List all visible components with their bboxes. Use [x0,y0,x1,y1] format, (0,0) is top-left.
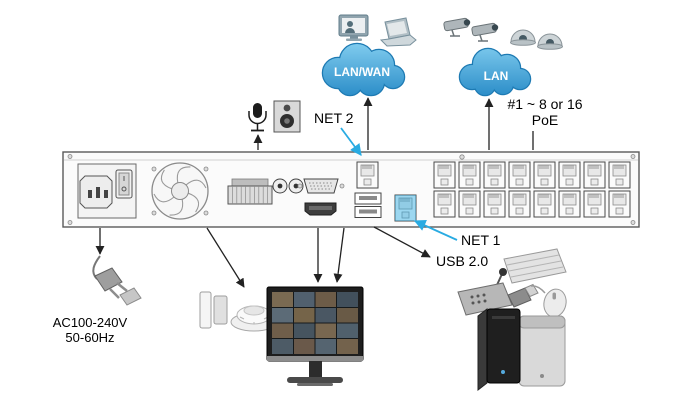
poe-port [583,161,606,189]
external-hdd-silver-icon [518,315,566,387]
poe-port [458,190,481,218]
poe-port [558,161,581,189]
usb-callout: USB 2.0 [436,253,489,269]
poe-callout-line1: #1 ~ 8 or 16 [507,96,583,112]
poe-callout: #1 ~ 8 or 16 PoE [500,96,590,128]
lan-cloud-label: LAN [483,69,509,83]
speaker-icon [273,100,301,133]
poe-port [533,161,556,189]
black-arrows [95,97,534,288]
poe-port [433,190,456,218]
power-inlet-module [77,163,137,219]
poe-port [533,190,556,218]
hdmi-port [304,202,337,216]
bullet-camera-icon [470,22,499,42]
keyboard-icon [503,248,567,284]
power-plug-icon [92,255,142,306]
operator-workstation-icon [338,14,369,41]
arrow-monitor-vga [333,227,345,283]
arrow-net1 [413,220,458,241]
external-hdd-tower-icon [477,307,521,392]
alarm-terminal-block [227,178,273,205]
poe-port [608,190,631,218]
fan [151,162,209,220]
cctv-controller-icon [457,268,513,316]
microphone-icon [248,103,267,132]
vga-port [297,178,345,194]
bullet-camera-icon [442,17,471,37]
lan-wan-cloud-label: LAN/WAN [334,65,390,79]
poe-port [433,161,456,189]
arrow-net2 [340,127,362,156]
ac-power-line2: 50-60Hz [65,329,115,345]
usb-ports [354,192,382,218]
usb-stick-icon [507,283,539,308]
nvr-rear-panel [62,151,640,228]
poe-port [483,190,506,218]
laptop-icon [379,17,417,47]
poe-callout-line2: PoE [531,112,559,129]
top-devices [338,14,563,50]
surveillance-monitor-icon [266,286,364,386]
arrow-alarm-sensors [206,227,245,288]
audio-jacks [272,178,304,194]
poe-port [508,190,531,218]
poe-port [583,190,606,218]
dome-camera-icon [537,33,563,50]
net2-callout: NET 2 [314,110,354,126]
lan-wan-cloud [321,42,406,97]
smoke-detector-icon [230,305,278,332]
poe-port [608,161,631,189]
poe-port [508,161,531,189]
net2-port [356,161,379,189]
arrow-usb-callout [373,226,431,258]
lan-cloud [458,47,532,97]
poe-port [458,161,481,189]
net1-callout: NET 1 [461,232,501,248]
dome-camera-icon [510,29,536,46]
ac-power-line1: AC100-240V [52,315,128,330]
poe-port [483,161,506,189]
poe-port [558,190,581,218]
ac-power-callout: AC100-240V 50-60Hz [38,315,142,346]
door-contact-icon [199,291,228,329]
net1-port [394,194,417,222]
blue-arrows [340,127,458,241]
